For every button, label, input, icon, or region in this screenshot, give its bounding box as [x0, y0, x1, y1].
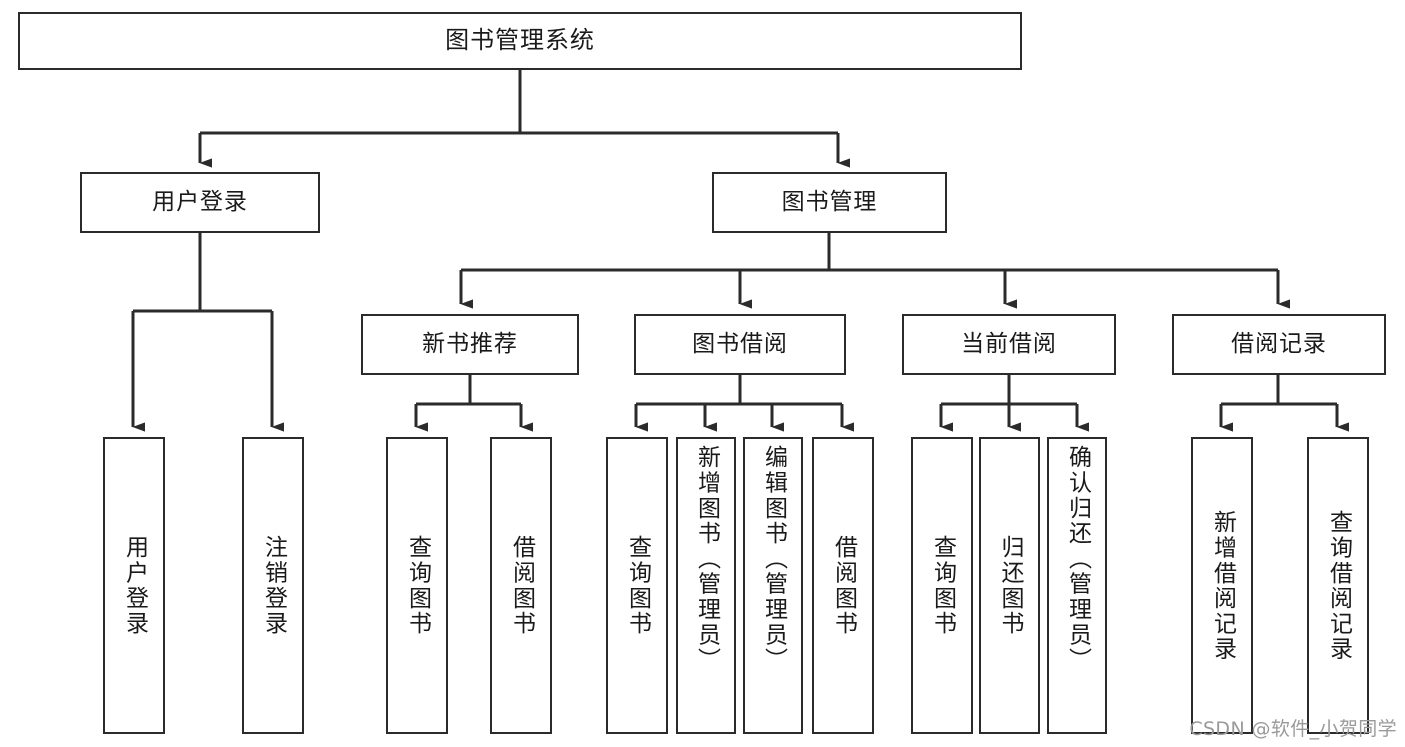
- node-label: 新增借阅记录: [1209, 509, 1236, 662]
- node-label: 确认归还（管理员）: [1064, 445, 1091, 673]
- node-leaf-add-borrow-record[interactable]: 新增借阅记录: [1191, 437, 1253, 734]
- node-leaf-query-borrow-record[interactable]: 查询借阅记录: [1307, 437, 1369, 734]
- node-leaf-user-login[interactable]: 用户登录: [103, 437, 165, 734]
- node-leaf-add-book-admin[interactable]: 新增图书（管理员）: [676, 437, 736, 734]
- node-borrowing-record[interactable]: 借阅记录: [1172, 314, 1386, 375]
- node-label: 图书管理: [781, 189, 878, 216]
- node-current-borrowing[interactable]: 当前借阅: [902, 314, 1116, 375]
- node-label: 图书管理系统: [445, 26, 595, 55]
- node-leaf-borrow-book[interactable]: 借阅图书: [812, 437, 874, 734]
- node-leaf-borrow-book-new[interactable]: 借阅图书: [490, 437, 552, 734]
- node-root-book-management-system[interactable]: 图书管理系统: [18, 12, 1022, 70]
- node-label: 用户登录: [152, 189, 248, 216]
- node-label: 借阅图书: [508, 534, 535, 637]
- node-label: 借阅记录: [1231, 331, 1327, 358]
- node-leaf-query-book-current[interactable]: 查询图书: [911, 437, 973, 734]
- node-label: 注销登录: [260, 534, 287, 637]
- node-leaf-return-book[interactable]: 归还图书: [979, 437, 1040, 734]
- node-label: 归还图书: [997, 534, 1023, 637]
- node-leaf-edit-book-admin[interactable]: 编辑图书（管理员）: [743, 437, 803, 734]
- node-new-book-recommendation[interactable]: 新书推荐: [361, 314, 579, 375]
- node-leaf-confirm-return-admin[interactable]: 确认归还（管理员）: [1047, 437, 1107, 734]
- node-book-borrowing[interactable]: 图书借阅: [634, 314, 846, 375]
- node-label: 新增图书（管理员）: [693, 445, 720, 673]
- node-label: 查询图书: [929, 534, 956, 637]
- node-label: 用户登录: [121, 534, 148, 637]
- node-user-login[interactable]: 用户登录: [80, 172, 320, 233]
- node-label: 图书借阅: [692, 331, 788, 358]
- node-label: 当前借阅: [961, 331, 1057, 358]
- node-label: 查询图书: [404, 534, 431, 637]
- node-label: 编辑图书（管理员）: [760, 445, 787, 673]
- node-label: 借阅图书: [830, 534, 857, 637]
- csdn-watermark: CSDN @软件_小贺同学: [1189, 718, 1397, 740]
- node-label: 查询借阅记录: [1325, 509, 1352, 662]
- node-leaf-query-book-borrow[interactable]: 查询图书: [606, 437, 668, 734]
- node-leaf-user-logout[interactable]: 注销登录: [242, 437, 304, 734]
- node-label: 新书推荐: [422, 331, 518, 358]
- node-leaf-query-book-new[interactable]: 查询图书: [386, 437, 448, 734]
- node-label: 查询图书: [624, 534, 651, 637]
- node-book-management[interactable]: 图书管理: [712, 172, 947, 233]
